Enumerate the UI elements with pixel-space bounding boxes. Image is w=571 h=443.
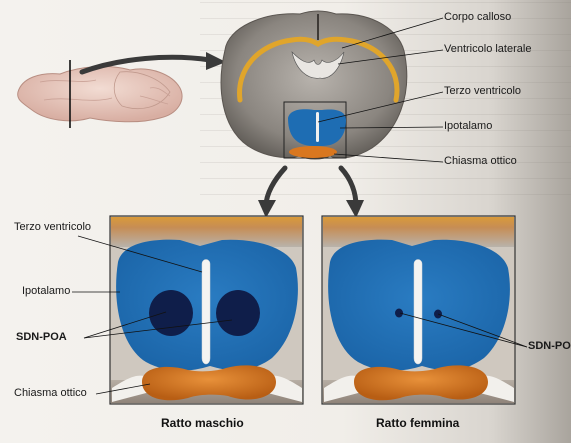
male-panel xyxy=(110,216,303,404)
female-panel xyxy=(322,216,515,404)
rat-brain-lateral-view xyxy=(18,60,182,128)
label-ventricolo-laterale: Ventricolo laterale xyxy=(444,43,531,55)
label-corpo-calloso: Corpo calloso xyxy=(444,11,511,23)
label-terzo-ventricolo-top: Terzo ventricolo xyxy=(444,85,521,97)
chiasm-small-shape xyxy=(289,146,337,158)
caption-male: Ratto maschio xyxy=(161,416,244,430)
female-third-ventricle-shape xyxy=(414,260,422,365)
label-ipotalamo-left: Ipotalamo xyxy=(22,285,70,297)
label-sdn-poa-left: SDN-POA xyxy=(16,331,67,343)
label-chiasma-ottico-top: Chiasma ottico xyxy=(444,155,517,167)
caption-female: Ratto femmina xyxy=(376,416,459,430)
coronal-section xyxy=(221,11,407,159)
label-ipotalamo-top: Ipotalamo xyxy=(444,120,492,132)
female-sdn-poa-left-shape xyxy=(395,309,403,318)
label-sdn-poa-right: SDN-POA xyxy=(528,340,571,352)
male-sdn-poa-right-shape xyxy=(216,290,260,336)
label-chiasma-ottico-left: Chiasma ottico xyxy=(14,387,87,399)
male-third-ventricle-shape xyxy=(202,260,210,365)
label-terzo-ventricolo-left: Terzo ventricolo xyxy=(14,221,91,233)
